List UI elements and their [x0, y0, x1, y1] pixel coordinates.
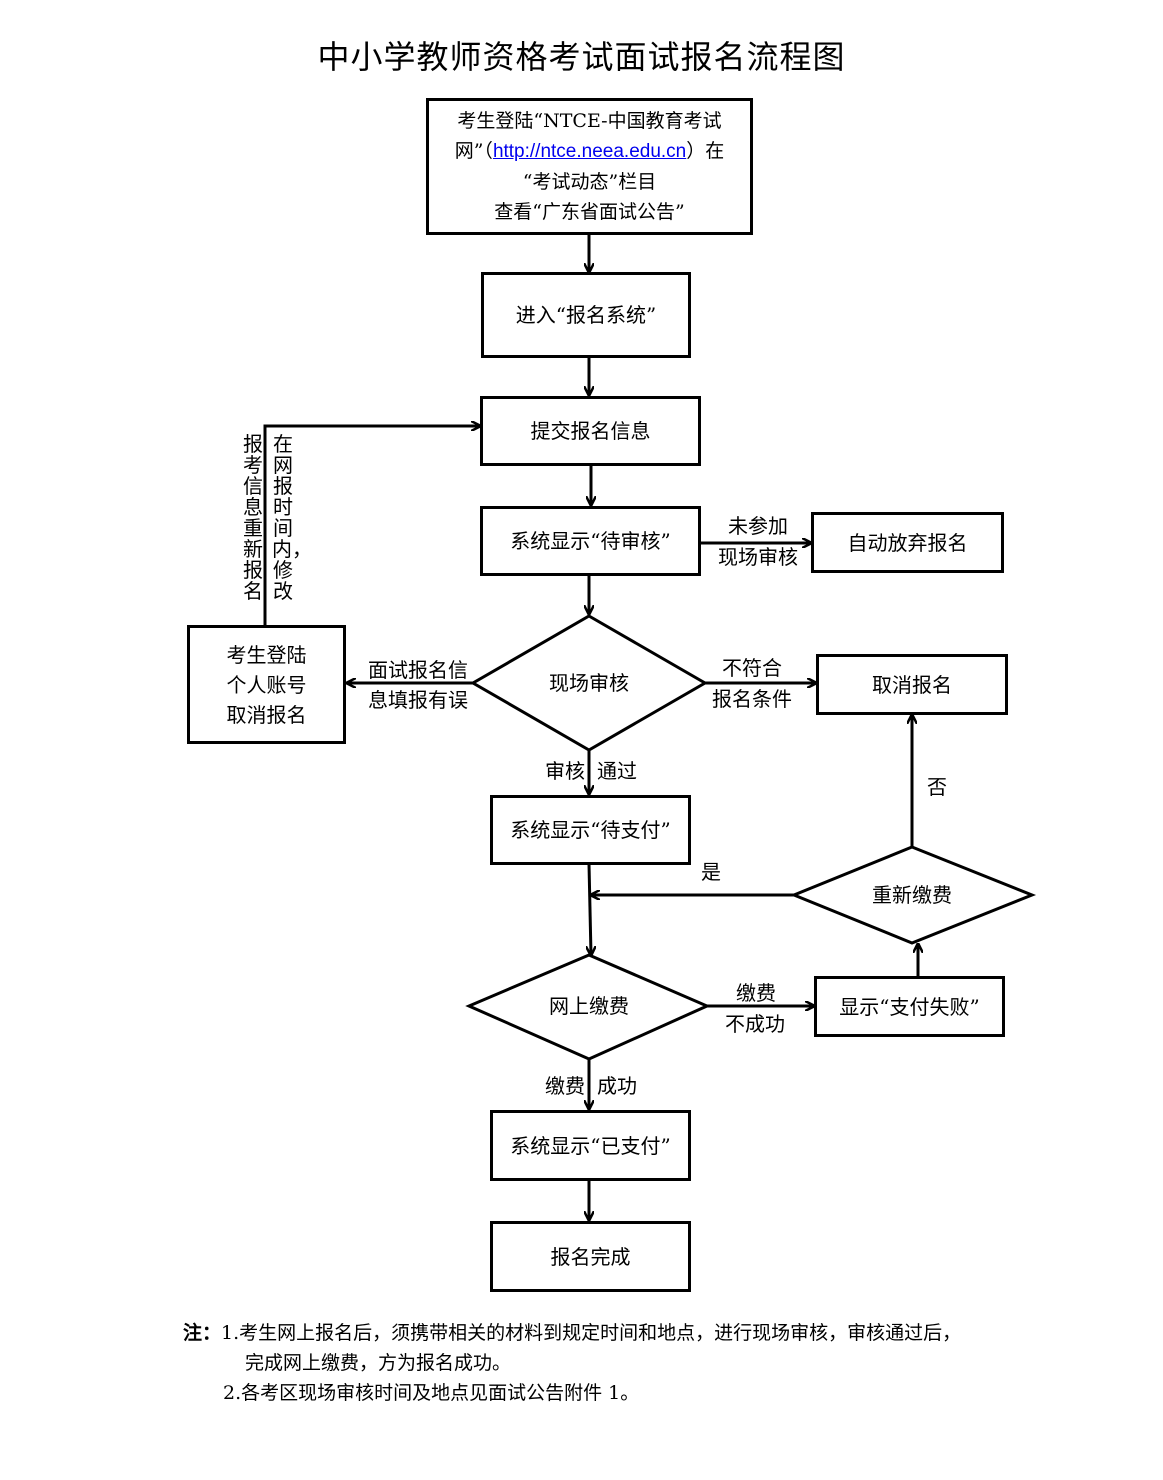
decision-repay-shape	[790, 845, 1037, 945]
label-pay-fail-2: 不成功	[725, 1012, 785, 1036]
node-done: 报名完成	[490, 1221, 691, 1292]
label-pay-ok-right: 成功	[597, 1074, 637, 1098]
node-onsite-review: 现场审核	[549, 671, 629, 695]
page-title: 中小学教师资格考试面试报名流程图	[317, 38, 846, 76]
start-line4: 查看“广东省面试公告”	[494, 201, 685, 223]
label-pay-fail-1: 缴费	[736, 981, 776, 1005]
label-vertical-outer: 报考信息重新报名	[243, 432, 263, 603]
label-pay-ok-left: 缴费	[545, 1074, 585, 1098]
login-cancel-line2: 个人账号	[226, 672, 307, 697]
decision-onsite-review-shape	[470, 614, 708, 752]
start-line2: 网”（http://ntce.neea.edu.cn）在	[455, 136, 725, 167]
edge-login-cancel-to-submit	[263, 426, 480, 627]
start-line3: “考试动态”栏目	[522, 171, 657, 193]
start-line2-pre: 网”（	[454, 140, 493, 162]
label-yes: 是	[701, 860, 721, 884]
label-no: 否	[927, 775, 947, 799]
edge-payment-to-online	[589, 863, 591, 955]
note-item1-line1: 1.考生网上报名后，须携带相关的材料到规定时间和地点，进行现场审核，审核通过后，	[221, 1322, 962, 1344]
node-login-cancel: 考生登陆 个人账号 取消报名	[187, 625, 346, 744]
decision-online-payment-shape	[465, 953, 711, 1061]
label-review-right: 通过	[597, 759, 637, 783]
label-not-qualified-2: 报名条件	[712, 687, 792, 711]
label-info-error-2: 息填报有误	[368, 688, 468, 712]
notes: 注：1.考生网上报名后，须携带相关的材料到规定时间和地点，进行现场审核，审核通过…	[183, 1318, 961, 1408]
label-info-error-1: 面试报名信	[368, 658, 468, 682]
note-item1-line2: 完成网上缴费，方为报名成功。	[245, 1352, 512, 1374]
label-not-attend-1: 未参加	[728, 514, 788, 538]
label-not-qualified-1: 不符合	[722, 656, 782, 680]
start-line1: 考生登陆“NTCE-中国教育考试	[457, 110, 722, 132]
notes-line1: 注：1.考生网上报名后，须携带相关的材料到规定时间和地点，进行现场审核，审核通过…	[183, 1318, 961, 1348]
node-repay: 重新缴费	[872, 883, 952, 907]
label-vertical-inner: 在网报时间内，修改	[272, 432, 312, 603]
node-paid: 系统显示“已支付”	[490, 1110, 691, 1181]
node-pending-payment: 系统显示“待支付”	[490, 795, 691, 865]
login-cancel-line3: 取消报名	[226, 702, 307, 727]
notes-label: 注：	[183, 1322, 222, 1344]
node-cancel-registration: 取消报名	[816, 654, 1008, 715]
login-cancel-line1: 考生登陆	[226, 642, 307, 667]
node-payment-failed: 显示“支付失败”	[814, 976, 1005, 1037]
node-enter-system: 进入“报名系统”	[481, 272, 691, 358]
node-auto-abandon: 自动放弃报名	[811, 512, 1004, 573]
node-start: 考生登陆“NTCE-中国教育考试 网”（http://ntce.neea.edu…	[426, 98, 753, 235]
label-not-attend-2: 现场审核	[718, 545, 798, 569]
start-line2-post: ）在	[686, 140, 725, 162]
node-pending-review: 系统显示“待审核”	[480, 506, 701, 576]
node-online-payment: 网上缴费	[549, 994, 629, 1018]
node-submit-info: 提交报名信息	[480, 396, 701, 466]
ntce-link[interactable]: http://ntce.neea.edu.cn	[492, 141, 687, 162]
label-review-left: 审核	[545, 759, 585, 783]
note-item2: 2.各考区现场审核时间及地点见面试公告附件 1。	[223, 1382, 640, 1404]
